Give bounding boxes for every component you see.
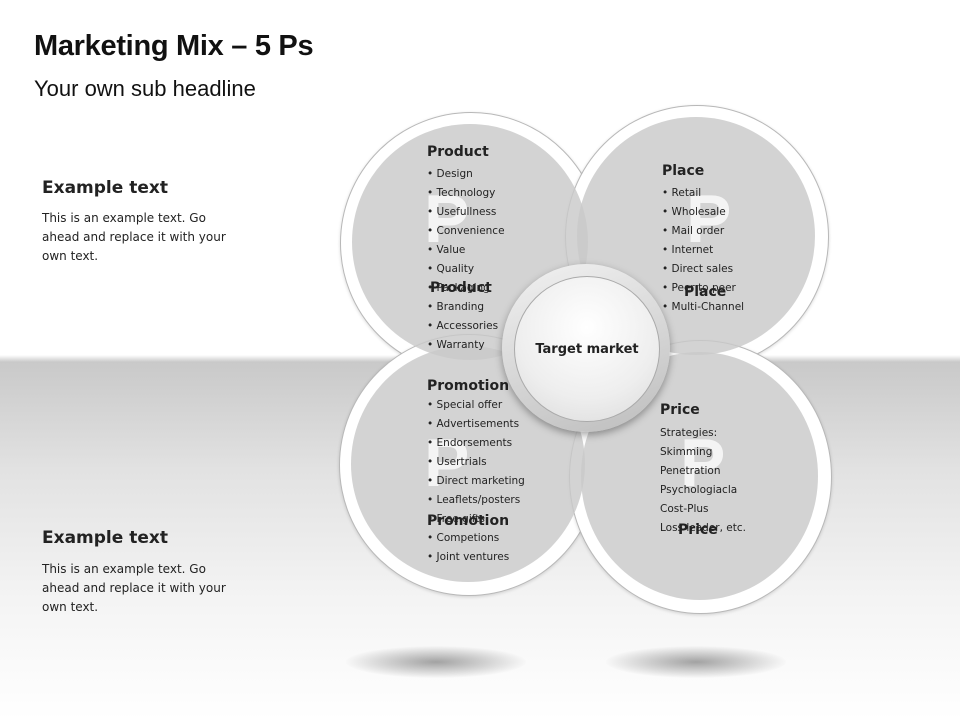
promotion-label: Promotion: [427, 513, 510, 529]
place-label: Place: [684, 284, 727, 300]
promotion-list: Special offer Advertisements Endorsement…: [427, 396, 525, 567]
place-item: Mail order: [662, 222, 744, 241]
product-title: Product: [427, 144, 489, 160]
product-item: Usefullness: [427, 203, 505, 222]
example-body-2: This is an example text. Go ahead and re…: [42, 562, 226, 614]
place-item: Multi-Channel: [662, 298, 745, 317]
promotion-item: Joint ventures: [427, 548, 525, 567]
promotion-item: Advertisements: [427, 415, 525, 434]
place-item: Wholesale: [662, 203, 744, 222]
price-item: Loss leader, etc.: [660, 522, 746, 534]
price-item: Psychologiacla: [660, 484, 738, 496]
example-heading-2: Example text: [42, 528, 168, 548]
promotion-title: Promotion: [427, 378, 510, 394]
price-list: Strategies: Skimming Penetration Psychol…: [660, 424, 746, 538]
product-item: Accessories: [427, 317, 505, 336]
product-item: Quality: [427, 260, 505, 279]
price-letter: P: [680, 425, 726, 501]
product-item: Value: [427, 241, 505, 260]
product-item: Warranty: [427, 336, 505, 355]
page-title: Marketing Mix – 5 Ps: [34, 30, 314, 62]
floor-shadow-left: [346, 646, 526, 678]
place-item: Internet: [662, 241, 744, 260]
target-market-label: Target market: [535, 341, 639, 357]
promotion-item: Endorsements: [427, 434, 525, 453]
place-title: Place: [662, 163, 705, 179]
target-market-circle: Target market: [514, 276, 660, 422]
floor-shadow-right: [606, 646, 786, 678]
place-item: Direct sales: [662, 260, 744, 279]
price-title: Price: [660, 402, 700, 418]
promotion-item: Free gifts: [427, 510, 525, 529]
promotion-item: Usertrials: [427, 453, 525, 472]
place-list: Retail Wholesale Mail order Internet Dir…: [662, 184, 745, 317]
page-subtitle: Your own sub headline: [34, 76, 256, 101]
product-item: Technology: [427, 184, 505, 203]
product-item: Packaging: [427, 279, 505, 298]
price-label: Price: [678, 522, 718, 538]
promotion-item: Leaflets/posters: [427, 491, 525, 510]
promotion-item: Direct marketing: [427, 472, 525, 491]
promotion-item: Special offer: [427, 396, 525, 415]
place-item: Peer to peer: [662, 279, 744, 298]
product-item: Convenience: [427, 222, 505, 241]
place-item: Retail: [662, 184, 744, 203]
price-item: Penetration: [660, 465, 721, 477]
price-item: Skimming: [660, 446, 713, 458]
product-label: Product: [430, 280, 492, 296]
promotion-item: Competions: [427, 529, 525, 548]
example-body-1: This is an example text. Go ahead and re…: [42, 211, 226, 263]
product-list: Design Technology Usefullness Convenienc…: [427, 165, 505, 355]
price-item: Cost-Plus: [660, 503, 709, 515]
example-heading-1: Example text: [42, 178, 168, 198]
price-item: Strategies:: [660, 427, 718, 439]
product-item: Design: [427, 165, 505, 184]
product-item: Branding: [427, 298, 505, 317]
